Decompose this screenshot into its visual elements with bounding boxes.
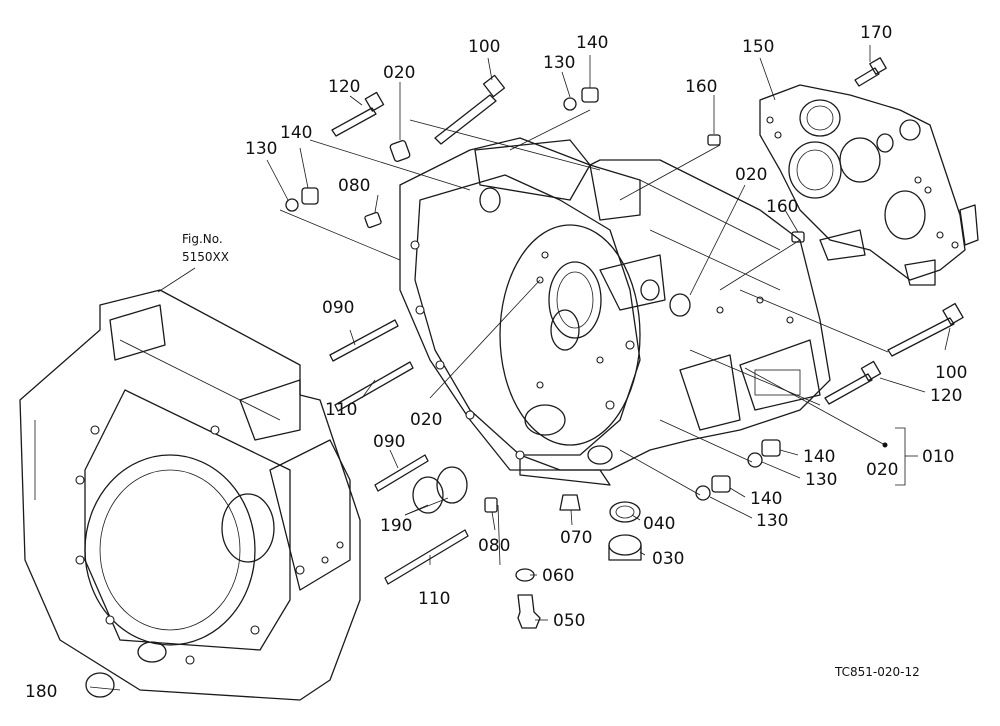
adjacent-housing-drawing: [19, 289, 361, 701]
label-020-right: 020: [735, 165, 767, 185]
label-020-center: 020: [410, 410, 442, 430]
label-120-right: 120: [930, 386, 962, 406]
label-040: 040: [643, 514, 675, 534]
label-080-lower: 080: [478, 536, 510, 556]
label-130-left: 130: [245, 139, 277, 159]
label-130-low: 130: [756, 511, 788, 531]
label-180: 180: [25, 682, 57, 702]
label-120-top: 120: [328, 77, 360, 97]
figure-ref-line2: 5150XX: [182, 250, 229, 264]
label-090-upper: 090: [322, 298, 354, 318]
label-080-left: 080: [338, 176, 370, 196]
plug-180-seat: [137, 641, 167, 663]
cover-150-drawing: [759, 84, 979, 286]
label-020-top: 020: [383, 63, 415, 83]
leader-lines: [89, 45, 951, 691]
label-160-top: 160: [685, 77, 717, 97]
label-140-left: 140: [280, 123, 312, 143]
label-110-upper: 110: [325, 400, 357, 420]
label-020-bracket: 020: [866, 460, 898, 480]
label-170: 170: [860, 23, 892, 43]
plug-180: [85, 672, 115, 698]
label-140-top: 140: [576, 33, 608, 53]
part-labels: 100 140 130 020 120 140 130 080 150 170 …: [25, 23, 967, 702]
label-050: 050: [553, 611, 585, 631]
label-060: 060: [542, 566, 574, 586]
label-150: 150: [742, 37, 774, 57]
label-090-lower: 090: [373, 432, 405, 452]
main-housing-drawing: [399, 137, 831, 486]
label-130-mid: 130: [805, 470, 837, 490]
fastener-parts: [285, 57, 964, 629]
label-100-right: 100: [935, 363, 967, 383]
label-010: 010: [922, 447, 954, 467]
figure-ref-line1: Fig.No.: [182, 232, 223, 246]
label-100-top: 100: [468, 37, 500, 57]
label-140-mid: 140: [803, 447, 835, 467]
label-130-top: 130: [543, 53, 575, 73]
label-070: 070: [560, 528, 592, 548]
label-030: 030: [652, 549, 684, 569]
label-140-low: 140: [750, 489, 782, 509]
label-110-lower: 110: [418, 589, 450, 609]
label-160-right: 160: [766, 197, 798, 217]
label-190: 190: [380, 516, 412, 536]
drawing-code: TC851-020-12: [834, 665, 920, 679]
